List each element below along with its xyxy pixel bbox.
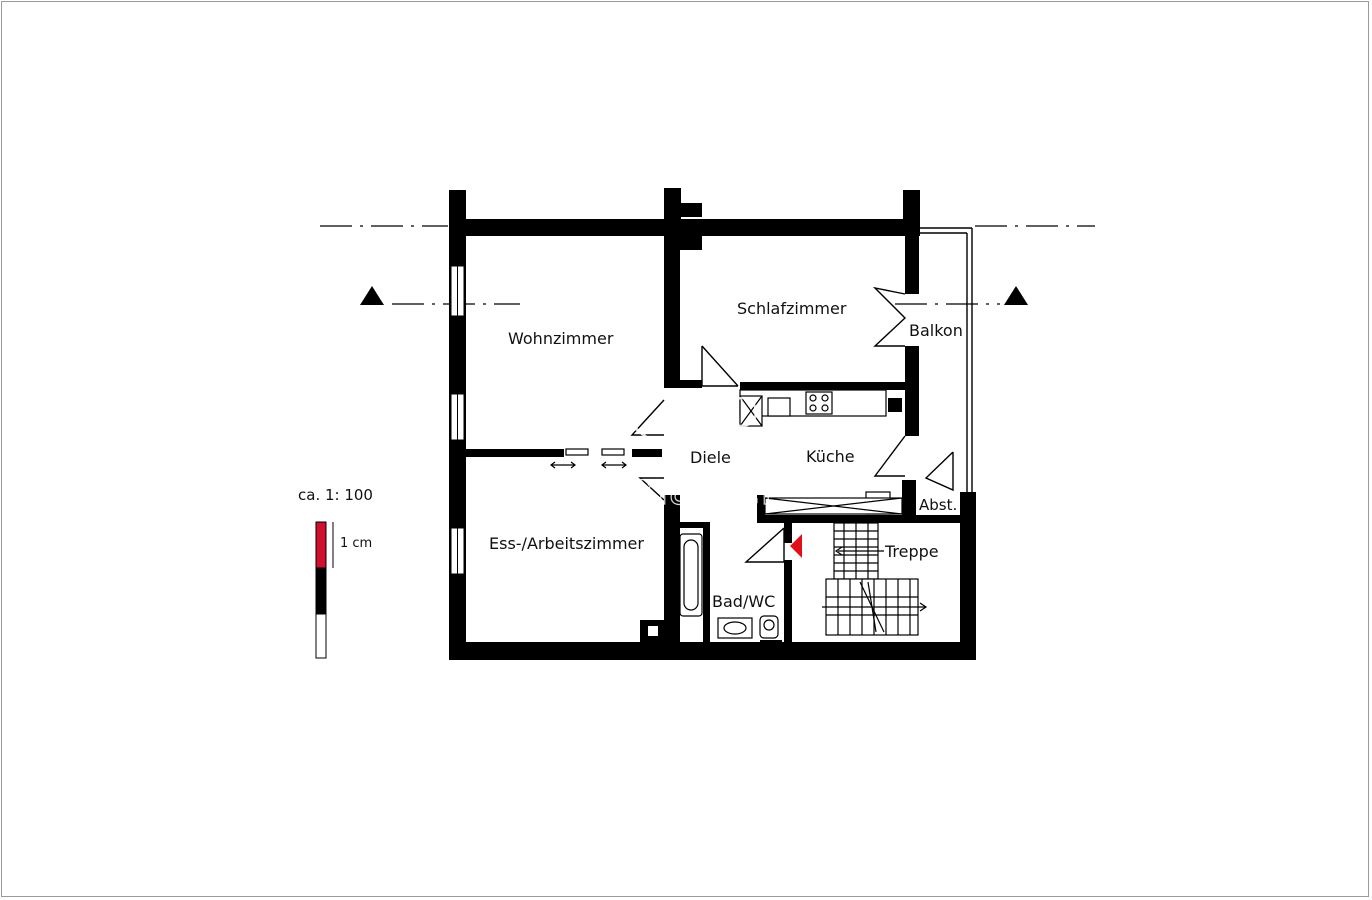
label-abstellraum: Abst. (919, 496, 957, 514)
kitchen-fixtures (739, 389, 903, 515)
staircase (822, 522, 928, 636)
balkon-outline (919, 227, 973, 493)
balkon-door (872, 286, 907, 347)
label-schlafzimmer: Schlafzimmer (737, 299, 847, 318)
watermark: ohne-makler (499, 396, 780, 516)
scale-ratio: ca. 1: 100 (298, 486, 373, 504)
bath-fixtures (679, 533, 779, 639)
label-bad-wc: Bad/WC (712, 592, 775, 611)
section-marker-right (1004, 286, 1028, 305)
section-marker-left (360, 286, 384, 305)
label-kueche: Küche (806, 447, 855, 466)
label-treppe: Treppe (884, 542, 939, 561)
label-diele: Diele (690, 448, 731, 467)
label-wohnzimmer: Wohnzimmer (508, 329, 614, 348)
section-lines (320, 225, 1095, 305)
scale-unit: 1 cm (340, 536, 372, 551)
label-balkon: Balkon (909, 321, 963, 340)
sliding-doors (550, 448, 627, 469)
door-swings (630, 345, 954, 563)
scale-bar: ca. 1: 100 1 cm (298, 486, 373, 659)
label-ess-arbeitszimmer: Ess-/Arbeitszimmer (489, 534, 644, 553)
windows-left (450, 265, 465, 575)
walls (449, 188, 976, 660)
watermark-text: ohne-makler (500, 464, 779, 515)
entrance-marker (790, 534, 802, 558)
